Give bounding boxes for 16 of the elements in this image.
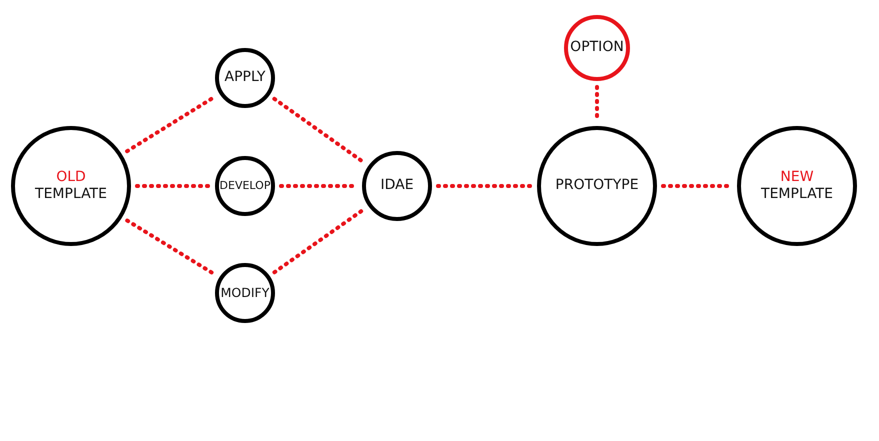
node-label: TEMPLATE bbox=[35, 186, 107, 204]
node-label: DEVELOP bbox=[220, 179, 270, 193]
connector bbox=[436, 184, 533, 188]
node-label: NEW bbox=[780, 168, 814, 186]
connector bbox=[135, 184, 211, 188]
node-label: OLD bbox=[56, 168, 86, 186]
node-label: APPLY bbox=[224, 69, 266, 87]
connector bbox=[272, 208, 366, 274]
node-label: TEMPLATE bbox=[761, 186, 833, 204]
node-label: MODIFY bbox=[220, 285, 270, 301]
connector bbox=[125, 94, 216, 154]
connector bbox=[272, 96, 366, 164]
node-label: PROTOTYPE bbox=[555, 177, 639, 195]
node-label: OPTION bbox=[570, 39, 624, 57]
connector bbox=[125, 218, 216, 276]
node-label: IDAE bbox=[380, 177, 414, 195]
